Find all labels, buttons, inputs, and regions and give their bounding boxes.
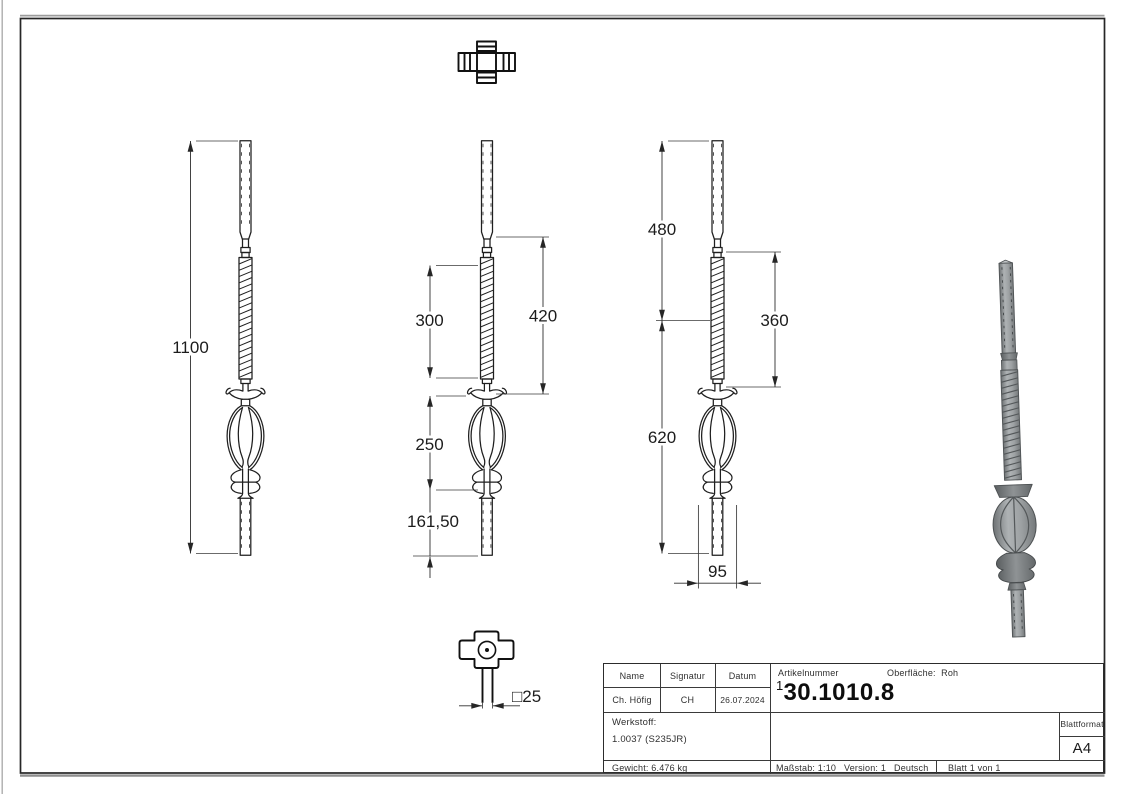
tb-header-datum: Datum: [728, 670, 757, 681]
tb-line: [604, 760, 1105, 761]
tb-version: Version: 1: [844, 763, 887, 773]
tb-artikelnummer: 130.1010.8: [776, 679, 895, 707]
tb-gewicht: Gewicht: 6.476 kg: [612, 763, 688, 773]
dim-label-bottom-section: 161,50: [407, 512, 459, 531]
tb-artikelnummer-label: Artikelnummer: [778, 668, 839, 678]
tb-blattformat-value: A4: [1072, 739, 1092, 757]
dim-95: 95: [674, 505, 761, 589]
tb-werkstoff-value: 1.0037 (S235JR): [612, 734, 687, 745]
dim-label-square-size: □25: [512, 687, 541, 706]
drawing-frame-border: [19, 17, 1106, 774]
dim-300: 300: [408, 265, 478, 379]
dim-420: 420: [496, 236, 565, 395]
dim-250: 250: [408, 395, 478, 491]
tb-line: [1059, 736, 1105, 737]
dim-label-total-length: 1100: [172, 338, 209, 357]
tb-oberflaeche-value: Roh: [941, 668, 959, 678]
dim-label-lower-section: 620: [648, 428, 676, 447]
top-view: [457, 40, 516, 84]
tb-werkstoff-label: Werkstoff:: [612, 717, 657, 728]
dim-161-50: 161,50: [404, 490, 478, 578]
tb-line: [770, 664, 771, 774]
dim-1100: 1100: [167, 140, 238, 554]
tb-value-name: Ch. Höfig: [612, 694, 652, 705]
dim-label-ornament-width: 95: [708, 562, 727, 581]
tb-oberflaeche: Oberfläche: Roh: [887, 668, 958, 678]
tb-line: [715, 664, 716, 712]
front-view-3: [697, 140, 738, 556]
tb-line: [604, 712, 1105, 713]
dim-label-twist-section: 360: [760, 311, 788, 330]
tb-header-name: Name: [619, 670, 645, 681]
center-mark: [485, 648, 489, 652]
dim-label-top-section: 480: [648, 220, 676, 239]
front-view-1: [225, 140, 266, 556]
tb-value-signatur: CH: [680, 694, 695, 705]
tb-artikelnummer-prefix: 1: [776, 678, 784, 693]
dim-label-ornament-length: 250: [415, 435, 443, 454]
tb-line: [660, 664, 661, 712]
bottom-view: [458, 630, 515, 703]
tb-line: [604, 687, 770, 688]
dim-360: 360: [726, 251, 796, 388]
tb-language: Deutsch: [894, 763, 929, 773]
dim-square-25: □25: [459, 687, 541, 709]
tb-value-datum: 26.07.2024: [720, 694, 765, 705]
tb-massstab: Maßstab: 1:10: [776, 763, 837, 773]
dim-480: 480: [640, 140, 710, 321]
tb-artikelnummer-main: 30.1010.8: [783, 679, 895, 706]
tb-header-signatur: Signatur: [669, 670, 706, 681]
tb-blattformat-label: Blattformat: [1060, 719, 1104, 729]
front-view-2: [466, 140, 508, 556]
title-block: Name Signatur Datum Ch. Höfig CH 26.07.2…: [603, 663, 1105, 774]
dim-620: 620: [640, 320, 709, 554]
isometric-view: [992, 259, 1037, 638]
tb-blatt: Blatt 1 von 1: [948, 763, 1001, 773]
dim-label-upper-section: 420: [529, 307, 557, 326]
tb-oberflaeche-label: Oberfläche:: [887, 668, 936, 678]
dim-label-twist-length: 300: [415, 311, 443, 330]
tb-line: [936, 760, 937, 774]
